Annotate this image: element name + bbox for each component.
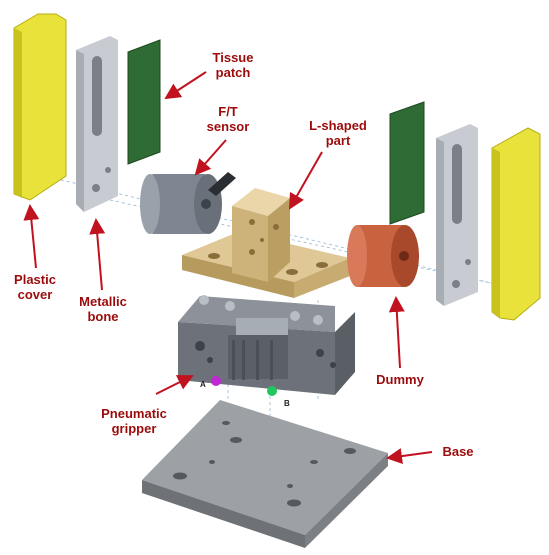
plastic-cover-left [13, 13, 67, 201]
base-plate [142, 400, 388, 548]
metallic-bone-left [76, 36, 118, 212]
ft-sensor-body [140, 172, 236, 234]
port-b-marker [267, 386, 277, 396]
dummy-body [347, 225, 419, 287]
arrow-metallic-bone [89, 218, 106, 291]
tissue-patch-right [389, 101, 425, 225]
arrow-plastic-cover [23, 204, 40, 269]
metallic-bone-right [436, 124, 478, 306]
port-a-letter: A [200, 380, 206, 389]
arrow-ft-sensor [194, 139, 227, 176]
arrow-tissue-patch [164, 71, 207, 100]
arrow-dummy [388, 296, 405, 369]
callout-arrows [23, 71, 433, 465]
tissue-patch-left [127, 39, 161, 165]
label-base: Base [442, 444, 474, 459]
plastic-cover-right [491, 127, 541, 321]
port-b-letter: B [284, 399, 290, 408]
port-a-marker [211, 376, 221, 386]
arrow-pneumatic-gripper [155, 375, 194, 395]
label-dummy: Dummy [376, 372, 424, 387]
pneumatic-gripper-body: A B [178, 295, 355, 408]
arrow-l-shaped-part [289, 151, 323, 210]
l-shaped-part-body [182, 188, 350, 298]
arrow-base [386, 448, 433, 465]
